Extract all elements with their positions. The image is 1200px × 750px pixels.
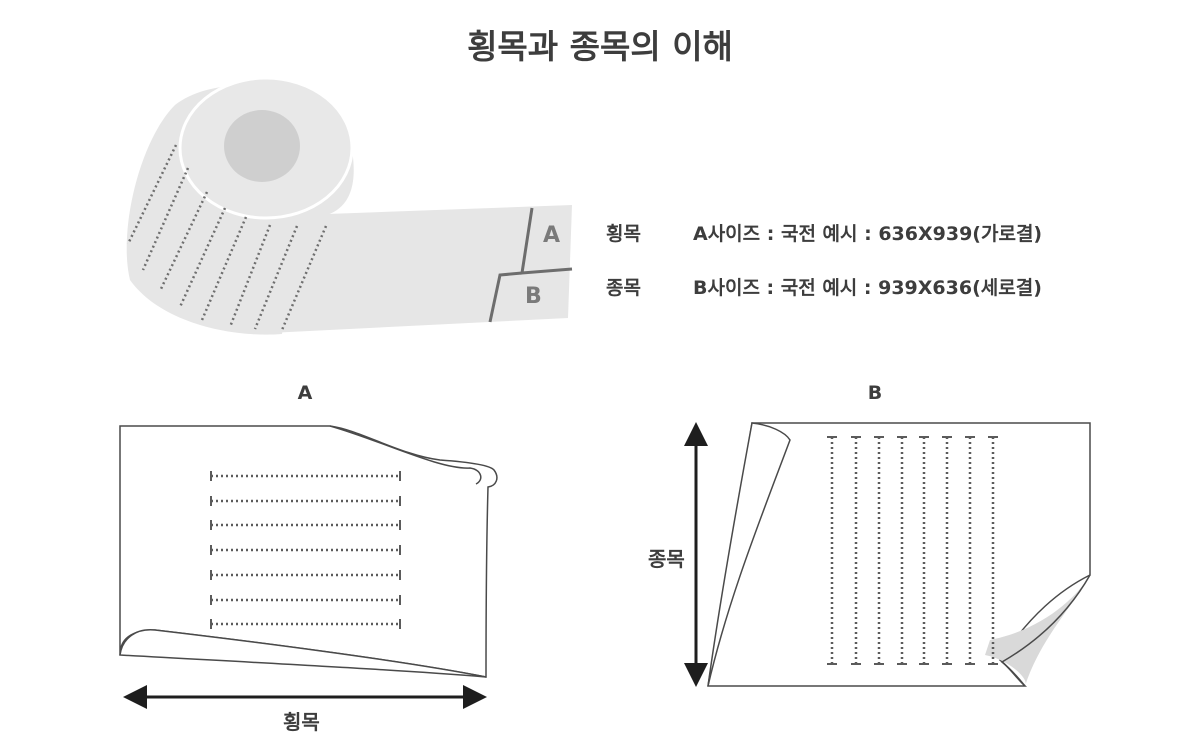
legend-term-vertical: 종목 <box>606 277 641 299</box>
page-title: 횡목과 종목의 이해 <box>467 27 733 66</box>
roll-tag-b: B <box>525 284 542 309</box>
roll-tag-a: A <box>543 223 561 248</box>
panel-a-title: A <box>297 382 313 404</box>
panel-b-curl-left <box>707 422 791 687</box>
panel-b-fold-shadow <box>985 575 1090 686</box>
legend-desc-vertical: B사이즈 : 국전 예시 : 939X636(세로결) <box>693 277 1042 299</box>
panel-a-curl-bottom <box>119 629 487 678</box>
panel-a-grain-lines <box>211 474 400 626</box>
paper-roll <box>126 76 573 335</box>
panel-b-sheet <box>684 422 1091 687</box>
panel-a-axis-label: 횡목 <box>283 710 320 734</box>
panel-a-sheet <box>119 425 498 709</box>
roll-unrolled-sheet <box>250 205 572 334</box>
roll-cut-lines <box>488 207 573 323</box>
legend-desc-horizontal: A사이즈 : 국전 예시 : 636X939(가로결) <box>693 223 1043 245</box>
panel-b-axis-label: 종목 <box>648 547 685 571</box>
roll-core <box>224 110 300 182</box>
panel-b-title: B <box>867 382 883 404</box>
roll-grain-lines <box>126 144 328 331</box>
legend-term-horizontal: 횡목 <box>606 223 641 245</box>
